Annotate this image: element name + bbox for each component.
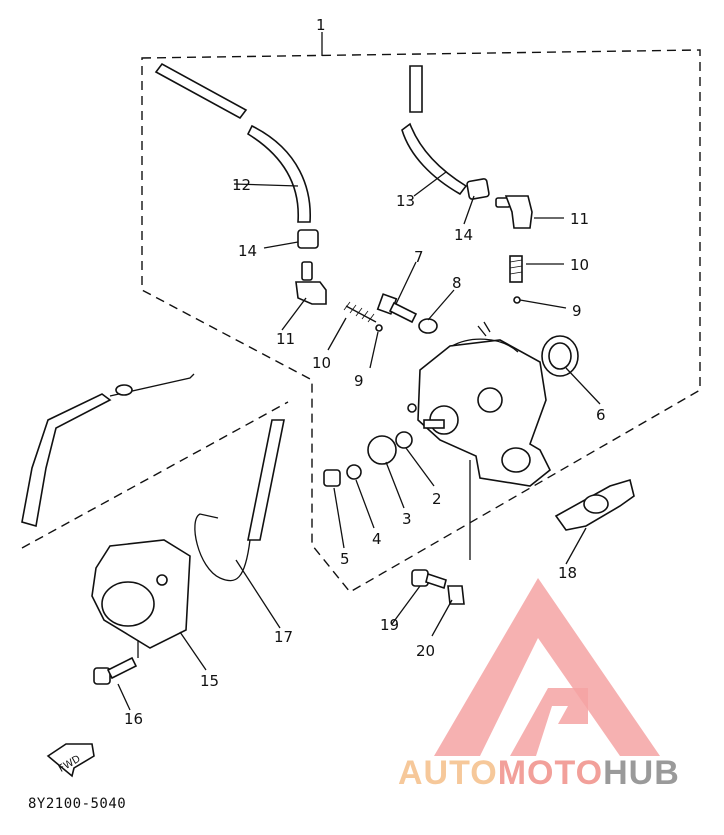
cable-17 (194, 419, 285, 582)
callout-14-right: 14 (454, 226, 473, 244)
callout-11-right: 11 (570, 210, 589, 228)
hose-13 (401, 65, 468, 196)
callout-9-right: 9 (572, 302, 582, 320)
pump-cover-15 (91, 539, 191, 649)
bolt-7 (376, 293, 418, 324)
callout-12: 12 (232, 176, 251, 194)
control-cable (21, 373, 195, 528)
callout-17: 17 (274, 628, 293, 646)
leader-lines (117, 171, 601, 711)
diagram-code: 8Y2100-5040 (28, 796, 127, 812)
gear-3 (367, 435, 397, 465)
washer-2 (395, 431, 413, 449)
callout-10-left: 10 (312, 354, 331, 372)
washer-20 (447, 585, 465, 605)
callout-13: 13 (396, 192, 415, 210)
screw-16 (93, 656, 138, 685)
nut-5 (323, 469, 341, 487)
callout-20: 20 (416, 642, 435, 660)
clamp-14-left (297, 229, 319, 249)
washer-4 (346, 464, 362, 480)
callout-18: 18 (558, 564, 577, 582)
clamp-14-right (466, 178, 490, 200)
assembly-boundary (21, 32, 701, 593)
ball-9-left (375, 324, 383, 332)
callout-2: 2 (432, 490, 442, 508)
watermark-hub: HUB (603, 754, 680, 792)
watermark-moto: MOTO (497, 754, 604, 792)
callout-10-right: 10 (570, 256, 589, 274)
callout-1: 1 (316, 16, 326, 34)
oil-pump-body (407, 321, 552, 487)
elbow-fitting-11-right (495, 195, 533, 229)
automotohub-logo-icon (434, 578, 660, 756)
fwd-arrow-icon (46, 743, 95, 778)
callout-3: 3 (402, 510, 412, 528)
ball-9-right (513, 296, 521, 304)
gasket-18 (554, 478, 635, 531)
callout-14-left: 14 (238, 242, 257, 260)
callout-8: 8 (452, 274, 462, 292)
watermark-auto: AUTO (398, 754, 498, 792)
callout-5: 5 (340, 550, 350, 568)
spring-10-left (343, 301, 377, 323)
spring-10-right (509, 255, 523, 283)
callout-7: 7 (414, 248, 424, 266)
callout-9-left: 9 (354, 372, 364, 390)
callout-6: 6 (596, 406, 606, 424)
oil-seal-6 (541, 335, 579, 377)
callout-15: 15 (200, 672, 219, 690)
watermark-text: AUTOMOTOHUB (398, 754, 680, 793)
callout-4: 4 (372, 530, 382, 548)
callout-19: 19 (380, 616, 399, 634)
elbow-fitting-11-left (295, 261, 327, 305)
washer-8 (418, 318, 438, 334)
hose-12 (154, 62, 311, 223)
callout-11-left: 11 (276, 330, 295, 348)
callout-16: 16 (124, 710, 143, 728)
